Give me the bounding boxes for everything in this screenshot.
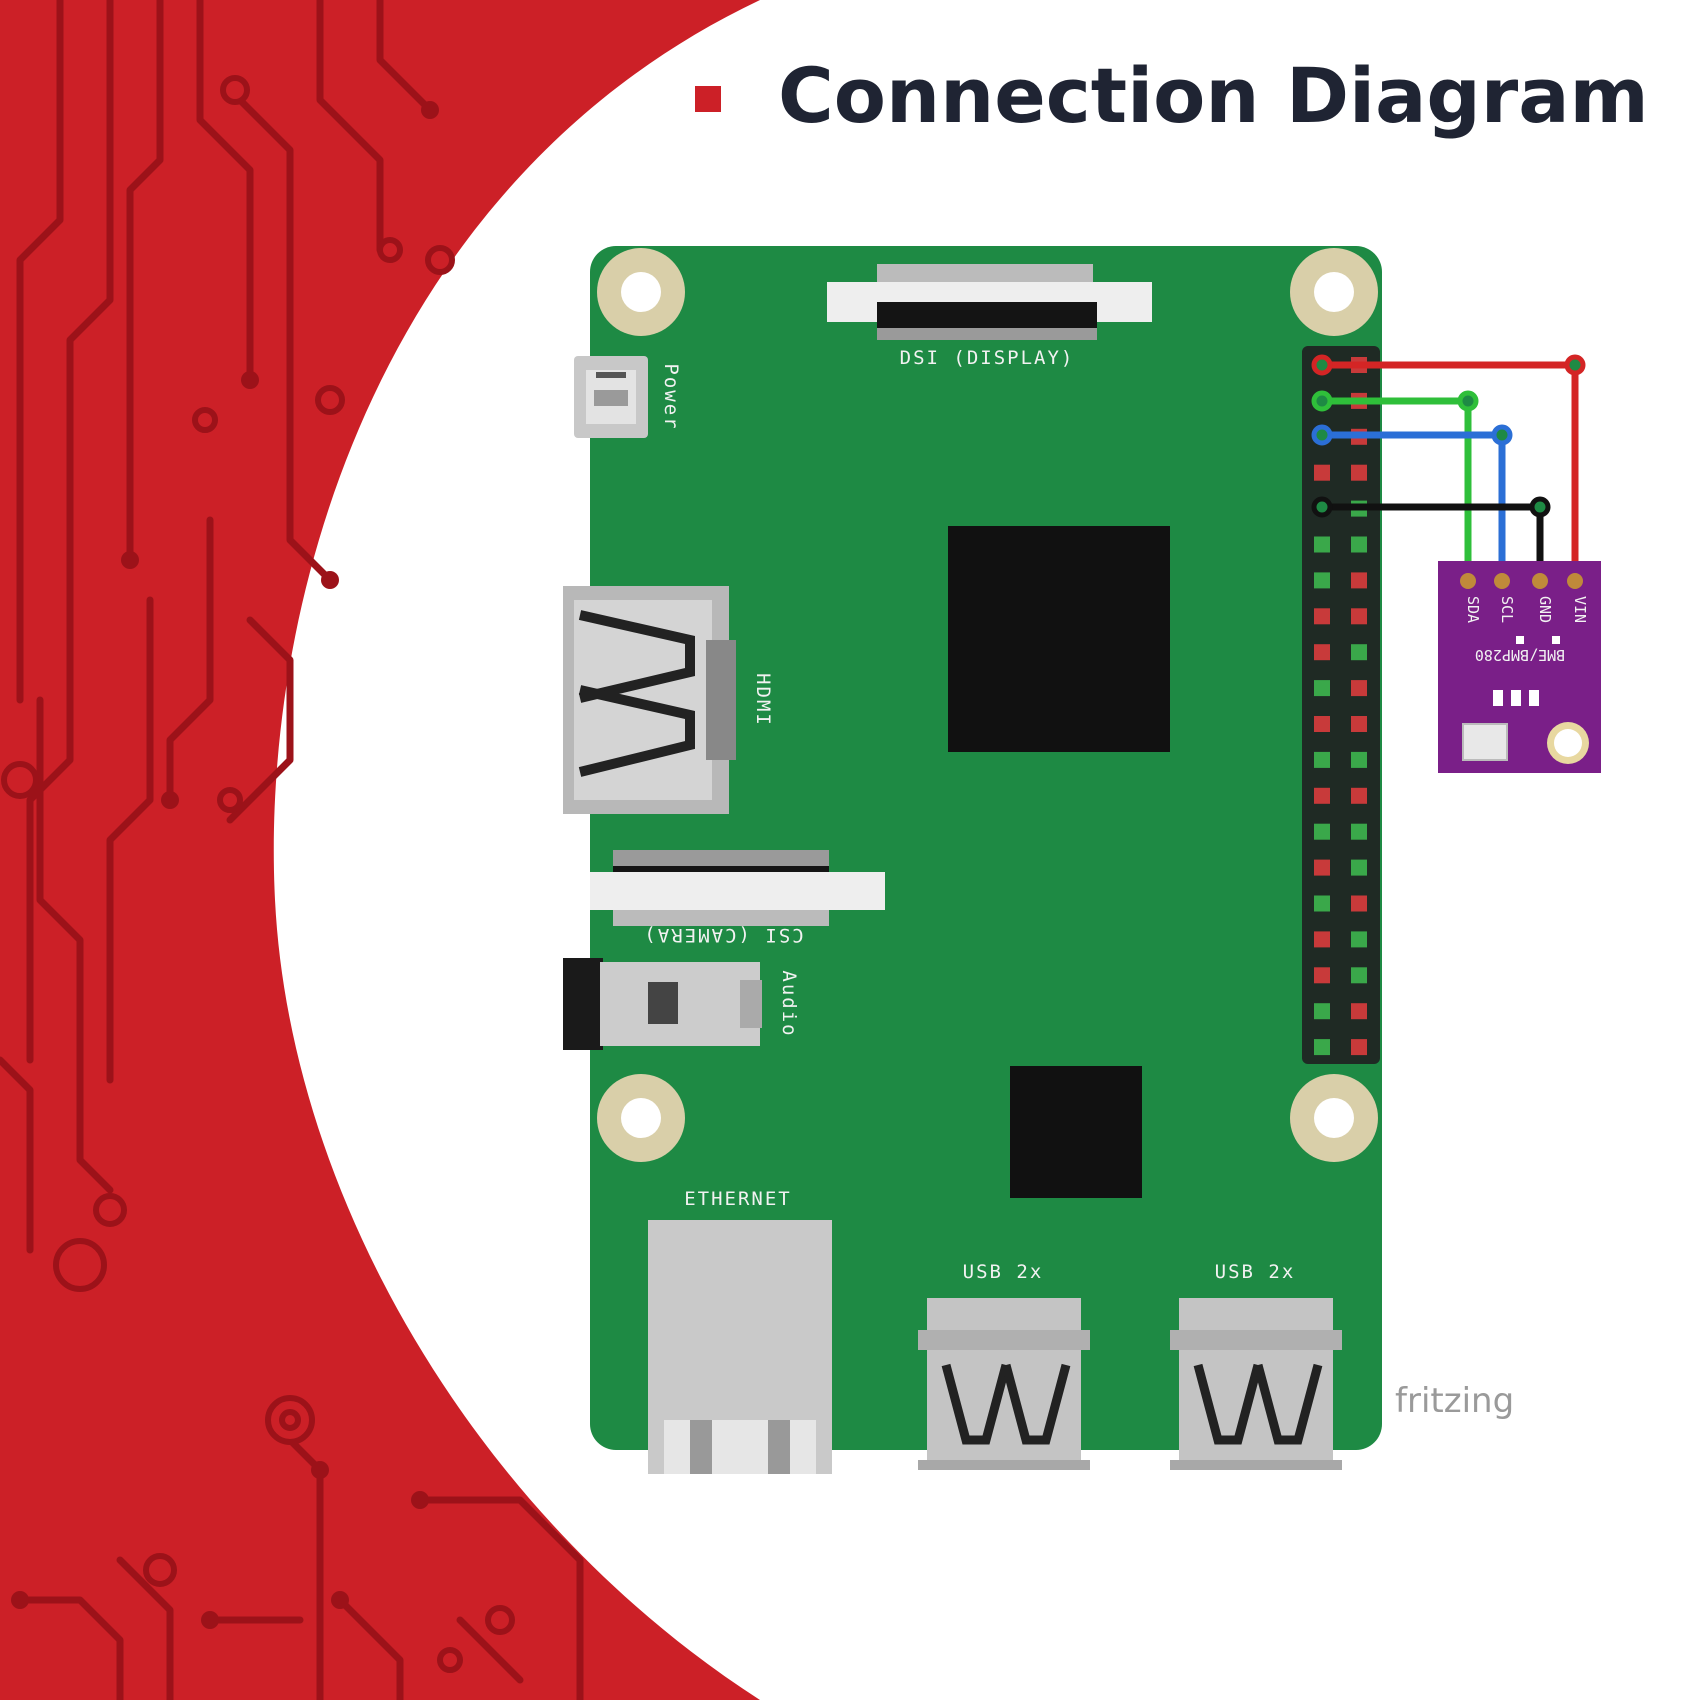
- red-arc-shape: [0, 0, 760, 1700]
- gpio-pin: [1314, 680, 1330, 697]
- power-label: Power: [660, 363, 682, 430]
- gpio-pin: [1314, 931, 1330, 948]
- sensor-name: BME/BMP280: [1475, 646, 1565, 664]
- gpio-pin: [1351, 464, 1367, 481]
- usb-right-label: USB 2x: [1215, 1261, 1296, 1283]
- sensor-smd: [1516, 636, 1524, 644]
- sensor-smd: [1529, 690, 1539, 706]
- sensor-smd: [1493, 690, 1503, 706]
- ram-chip: [1010, 1066, 1142, 1198]
- sensor-pad: [1494, 573, 1510, 589]
- usb-left-label: USB 2x: [963, 1261, 1044, 1283]
- gpio-pin: [1314, 859, 1330, 876]
- sensor-module: SDA SCL GND VIN BME/BMP280: [1438, 561, 1601, 773]
- wire-endpoints: [1311, 354, 1586, 518]
- wire-endpoint: [1311, 390, 1333, 412]
- wire-endpoint: [1564, 354, 1586, 376]
- gpio-pin: [1351, 931, 1367, 948]
- gpio-pin: [1314, 787, 1330, 804]
- gpio-pin: [1314, 464, 1330, 481]
- gpio-pin: [1314, 644, 1330, 661]
- soc-chip: [948, 526, 1170, 752]
- gpio-pin: [1351, 608, 1367, 625]
- ethernet-port: ETHERNET: [648, 1188, 832, 1474]
- gpio-pin: [1351, 823, 1367, 840]
- gpio-pin: [1314, 608, 1330, 625]
- title-bullet: [695, 86, 721, 112]
- audio-label: Audio: [778, 970, 800, 1037]
- board-pcb: [590, 246, 1382, 1450]
- gpio-pin: [1314, 1039, 1330, 1056]
- gpio-header-body: [1302, 346, 1380, 1064]
- sensor-smd: [1552, 636, 1560, 644]
- gpio-pin: [1351, 751, 1367, 768]
- dsi-label: DSI (DISPLAY): [900, 347, 1075, 369]
- wire-endpoint: [1311, 354, 1333, 376]
- sensor-pad: [1532, 573, 1548, 589]
- sensor-mount-hole-center: [1554, 729, 1582, 757]
- sensor-chip: [1462, 723, 1508, 761]
- sensor-smd: [1511, 690, 1521, 706]
- wire-endpoint: [1311, 496, 1333, 518]
- usb-port-left: USB 2x: [918, 1261, 1090, 1470]
- sensor-pin-gnd: GND: [1536, 596, 1554, 623]
- power-connector: Power: [574, 356, 682, 438]
- gpio-pin: [1314, 751, 1330, 768]
- gpio-pin: [1351, 859, 1367, 876]
- gpio-pin: [1314, 895, 1330, 912]
- sensor-pad: [1460, 573, 1476, 589]
- raspberry-pi-board: DSI (DISPLAY) Power HDMI CSI (CAMERA): [563, 246, 1382, 1474]
- gpio-pin: [1314, 823, 1330, 840]
- circuit-dots: [11, 101, 439, 1629]
- gpio-pins: [1314, 357, 1367, 1056]
- gpio-pin: [1351, 1039, 1367, 1056]
- mounting-hole: [597, 248, 685, 336]
- csi-connector: CSI (CAMERA): [590, 850, 885, 946]
- gpio-pin: [1351, 787, 1367, 804]
- sensor-pin-sda: SDA: [1464, 596, 1482, 623]
- gpio-pin: [1351, 644, 1367, 661]
- gpio-header: [1302, 346, 1380, 1064]
- gpio-pin: [1351, 716, 1367, 732]
- circuit-traces: [0, 0, 584, 1700]
- usb-port-right: USB 2x: [1170, 1261, 1342, 1470]
- sensor-pin-scl: SCL: [1498, 596, 1516, 623]
- csi-label: CSI (CAMERA): [642, 924, 803, 946]
- gpio-pin: [1314, 1003, 1330, 1020]
- ethernet-label: ETHERNET: [684, 1188, 792, 1210]
- gpio-pin: [1314, 967, 1330, 984]
- audio-jack: Audio: [563, 958, 800, 1050]
- mounting-hole: [597, 1074, 685, 1162]
- gpio-pin: [1351, 680, 1367, 697]
- wire-endpoint: [1311, 424, 1333, 446]
- sensor-pin-pads: [1460, 573, 1583, 589]
- gpio-pin: [1351, 967, 1367, 984]
- mounting-hole: [1290, 1074, 1378, 1162]
- wire-endpoint: [1457, 390, 1479, 412]
- mounting-holes: [597, 248, 1378, 1162]
- gpio-pin: [1351, 1003, 1367, 1020]
- gpio-pin: [1351, 895, 1367, 912]
- fritzing-credit: fritzing: [1395, 1381, 1514, 1421]
- gpio-pin: [1314, 716, 1330, 732]
- gpio-pin: [1351, 536, 1367, 553]
- circuit-pads: [1, 75, 515, 1673]
- title-group: Connection Diagram: [695, 51, 1649, 140]
- mounting-hole: [1290, 248, 1378, 336]
- dsi-connector: DSI (DISPLAY): [827, 264, 1152, 369]
- circuit-background: [0, 0, 760, 1700]
- hdmi-connector: HDMI: [563, 586, 774, 814]
- sensor-pad: [1567, 573, 1583, 589]
- gpio-pin: [1351, 572, 1367, 589]
- gpio-pin: [1314, 536, 1330, 553]
- wire-endpoint: [1491, 424, 1513, 446]
- gpio-pin: [1314, 572, 1330, 589]
- sensor-pin-vin: VIN: [1571, 596, 1589, 623]
- page-title: Connection Diagram: [778, 51, 1649, 140]
- wire-endpoint: [1529, 496, 1551, 518]
- hdmi-label: HDMI: [752, 673, 774, 727]
